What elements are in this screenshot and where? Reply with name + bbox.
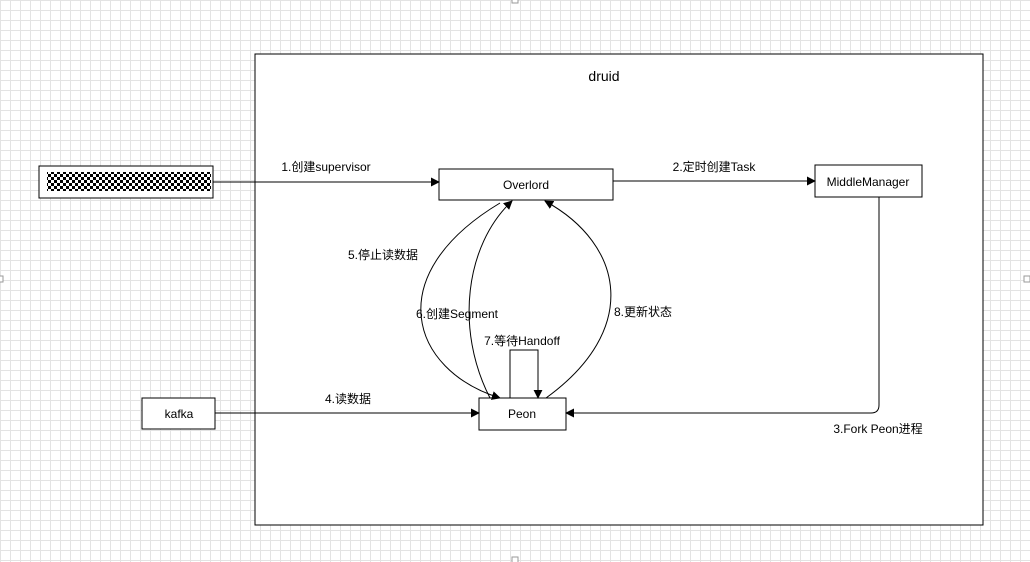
edge-stop-reading[interactable] (420, 202, 501, 400)
peon-node[interactable]: Peon (478, 397, 567, 431)
middle-manager-node[interactable]: MiddleManager (814, 164, 923, 198)
edge-wait-handoff[interactable] (509, 349, 543, 399)
edge-label-stop-reading: 5.停止读数据 (348, 247, 418, 262)
edge-update-status[interactable] (544, 200, 612, 399)
edge-label-wait-handoff: 7.等待Handoff (484, 334, 560, 348)
resize-handle-top[interactable] (511, 0, 519, 4)
edge-label-update-status: 8.更新状态 (614, 304, 672, 319)
edge-label-create-segment: 6.创建Segment (416, 307, 499, 321)
resize-handle-bottom[interactable] (511, 556, 519, 562)
source-node[interactable] (38, 165, 214, 199)
resize-handle-left[interactable] (0, 275, 4, 283)
druid-title: druid (588, 68, 619, 84)
overlord-label: Overlord (503, 178, 549, 192)
kafka-node[interactable]: kafka (141, 397, 216, 430)
edge-label-create-supervisor: 1.创建supervisor (281, 160, 370, 174)
redacted-source-label (47, 172, 211, 191)
resize-handle-right[interactable] (1023, 275, 1030, 283)
edge-label-create-task: 2.定时创建Task (673, 159, 757, 174)
edge-create-segment[interactable] (468, 200, 513, 399)
edge-label-read-data: 4.读数据 (325, 391, 371, 406)
middle-manager-label: MiddleManager (827, 175, 910, 189)
peon-label: Peon (508, 407, 536, 421)
edge-fork-peon[interactable] (565, 197, 880, 418)
edge-label-fork-peon: 3.Fork Peon进程 (833, 421, 922, 436)
overlord-node[interactable]: Overlord (438, 168, 614, 201)
druid-container[interactable] (254, 53, 984, 526)
kafka-label: kafka (165, 407, 194, 421)
